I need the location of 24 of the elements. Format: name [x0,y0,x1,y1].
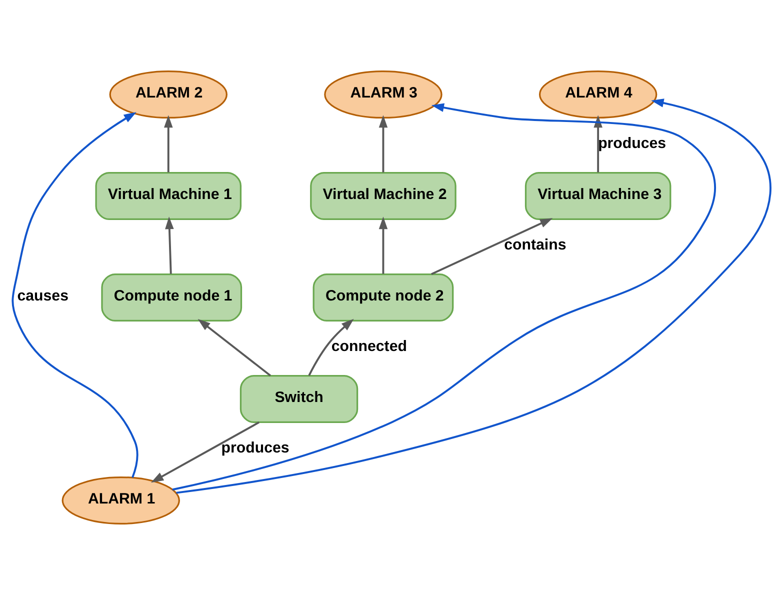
arrow [308,318,354,376]
node-ellipse: ALARM 2 [109,70,228,119]
arrow [431,218,553,275]
node-box: Virtual Machine 2 [310,172,456,220]
arrow [164,115,173,172]
edge-label: causes [17,287,68,304]
arrow [198,319,272,376]
arrow [165,216,174,274]
node-box: Switch [240,374,358,423]
edge-label: produces [598,135,666,152]
edge-label: contains [504,236,566,254]
node-ellipse: ALARM 1 [62,476,180,524]
edge-label: produces [221,440,290,457]
arrow [150,421,260,483]
node-box: Compute node 2 [312,273,454,322]
arrow [12,112,138,478]
node-box: Virtual Machine 3 [524,172,672,220]
node-ellipse: ALARM 4 [538,70,658,119]
node-box: Compute node 1 [101,273,242,322]
edge-label: connected [331,338,407,356]
node-ellipse: ALARM 3 [324,70,442,119]
arrow [378,216,388,274]
node-box: Virtual Machine 1 [95,172,242,220]
arrow [378,115,388,172]
